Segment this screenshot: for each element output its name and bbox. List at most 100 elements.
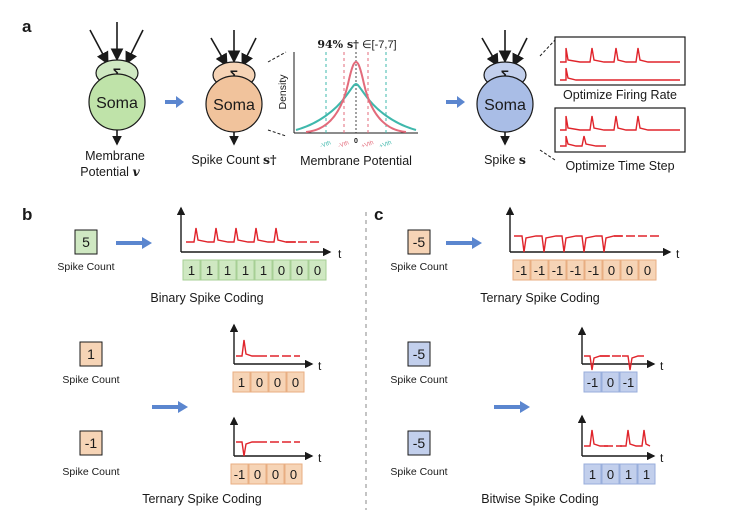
code-cell-value: -1 [588,263,600,278]
c-ternary-caption: Ternary Spike Coding [480,291,600,305]
bitwise-2-t: t [660,451,664,465]
code-cell [619,371,638,393]
ternary-neg-count-box [79,430,103,456]
ternary-pos-count-box [79,341,103,367]
bitwise-1-spike-2 [622,355,644,371]
membrane-caption-1: Membrane [85,149,145,163]
c-ternary-count-label: Spike Count [390,261,447,273]
code-cell [266,463,285,485]
sum-symbol: Σ [501,67,509,83]
bitwise-2-count-box [407,430,431,456]
neuron-membrane-potential: Σ Soma Membrane Potential v [80,22,146,179]
bitwise-1-spike [584,355,610,371]
caption-var: s [519,152,526,167]
tick-neg-vth-pink: -Vth [337,140,349,149]
membrane-caption-2: Potential v [80,164,140,179]
code-cell [601,371,620,393]
sum-symbol: Σ [230,67,238,83]
code-cell [254,259,273,281]
code-cell [286,371,305,393]
panel-c-label: c [374,205,383,224]
zoom-line-opt1 [539,39,556,57]
zero-tick: 0 [354,138,358,145]
binary-arrow [116,237,152,249]
membrane-var: v [132,164,140,179]
code-cell-value: 1 [625,467,632,482]
ternary-neg-spike [236,441,258,457]
teal-density-curve [295,82,417,131]
spike-count-caption: Spike Count s† [191,152,277,167]
caption-var: s† [263,152,277,167]
code-cell [200,259,219,281]
bitwise-caption: Bitwise Spike Coding [481,492,598,506]
code-cell [548,259,567,281]
binary-t: t [338,247,342,261]
ternary-arrow [152,401,188,413]
tick-neg-vth-teal: -Vth [319,140,331,149]
code-cell-value: 0 [278,263,285,278]
code-cell [601,463,620,485]
neuron-spike: Σ Soma Spike s [476,30,534,167]
density-title-bold: 94% s† [317,38,359,51]
arrow-a1 [165,96,184,108]
binary-count: 5 [82,234,90,250]
code-cell [512,259,531,281]
sum-symbol: Σ [113,65,121,81]
bitwise-2-spike-train [584,429,608,447]
c-ternary-t: t [676,247,680,261]
density-title: 94% s† ∈[-7,7] [317,38,396,51]
density-title-rest: ∈[-7,7] [362,39,397,51]
code-cell [182,259,201,281]
ternary-neg-count-label: Spike Count [62,466,119,478]
ternary-pos-spike [236,339,258,357]
code-cell-value: 1 [206,263,213,278]
soma-label: Soma [96,95,138,112]
c-ternary-spike-train [514,235,622,253]
code-cell-value: 0 [292,375,299,390]
arrow-a2 [446,96,465,108]
code-cell [250,371,269,393]
code-cell [619,463,638,485]
code-cell [620,259,639,281]
binary-caption: Binary Spike Coding [150,291,263,305]
spike-train [560,47,680,63]
c-ternary-count-box [407,229,431,255]
spike-caption: Spike s [484,152,526,167]
spike-train [560,67,680,81]
pink-density-curve [305,60,407,133]
bitwise-2-count-label: Spike Count [390,466,447,478]
code-cell-value: 1 [224,263,231,278]
code-cell-value: 0 [254,467,261,482]
ternary-pos-count: 1 [87,346,95,362]
ternary-neg-count: -1 [85,435,98,451]
caption-word: Spike Count [191,153,260,167]
bitwise-2-count: -5 [413,435,426,451]
code-cell-value: 1 [242,263,249,278]
zoom-line-top [267,51,287,63]
code-cell-value: 0 [608,263,615,278]
ternary-pos-count-label: Spike Count [62,374,119,386]
code-cell-value: -1 [234,467,246,482]
code-cell-value: 1 [188,263,195,278]
density-ylabel: Density [277,74,289,110]
code-cell [638,259,657,281]
optimize-firing-rate-box: Optimize Firing Rate [554,36,686,102]
code-cell [566,259,585,281]
code-cell-value: -1 [552,263,564,278]
code-cell-value: 0 [274,375,281,390]
code-cell-value: 1 [589,467,596,482]
ternary-neg-t: t [318,451,322,465]
code-cell-value: -1 [623,375,635,390]
code-cell-value: 0 [314,263,321,278]
code-cell [637,463,656,485]
code-cell [602,259,621,281]
code-cell [584,259,603,281]
ternary-pos-t: t [318,359,322,373]
soma-label: Soma [213,97,255,114]
code-cell [284,463,303,485]
